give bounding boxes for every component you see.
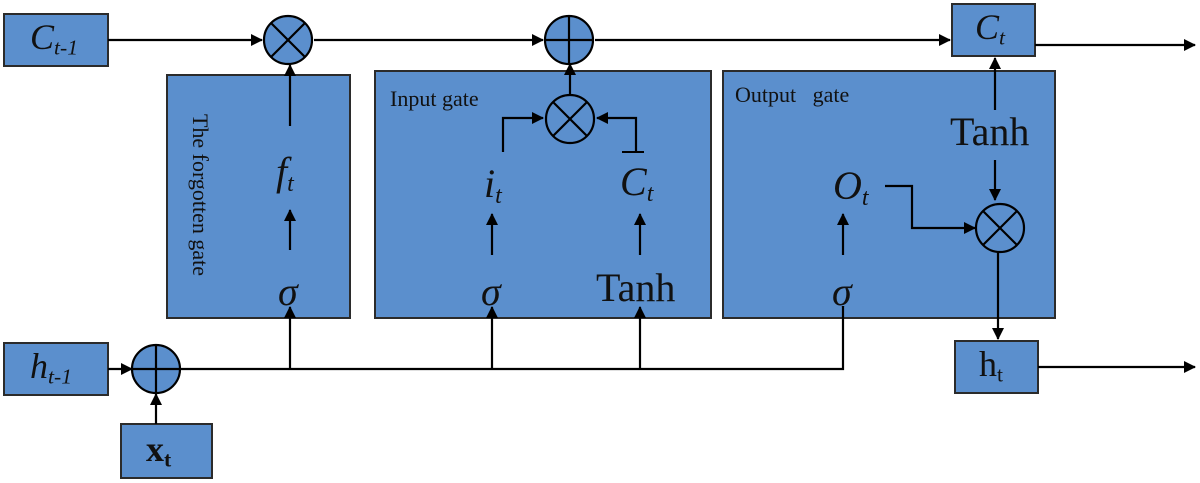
c-t-label: Ct (975, 7, 1006, 50)
output-gate-sigma: σ (832, 269, 852, 314)
c-prev-label: Ct-1 (30, 17, 79, 60)
x-box (120, 423, 213, 479)
x-label: xt (146, 429, 172, 472)
h-prev-box (3, 342, 109, 396)
input-gate-sigma: σ (481, 269, 501, 314)
concat-line (180, 306, 845, 371)
input-gate-i: it (484, 161, 502, 209)
concat-add-operator (130, 343, 182, 395)
h-t-box (954, 340, 1039, 394)
o-to-mult-line (885, 184, 976, 234)
c-t-box (951, 3, 1036, 57)
h-prev-label: ht-1 (30, 346, 72, 389)
output-gate-tanh: Tanh (950, 109, 1030, 154)
c-bar-to-mult-line (596, 112, 638, 152)
forget-gate-output: ft (276, 149, 294, 197)
i-to-mult-line (501, 112, 544, 152)
input-gate-tanh: Tanh (596, 265, 676, 310)
forget-gate-title: The forgotten gate (188, 113, 213, 277)
cell-add-operator (543, 14, 595, 66)
forget-gate-panel (166, 74, 351, 319)
input-gate-c-bar: Ct (620, 159, 654, 207)
output-multiply-operator (974, 202, 1026, 254)
input-gate-title: Input gate (390, 86, 479, 111)
forget-multiply-operator (262, 14, 314, 66)
input-multiply-operator (544, 93, 596, 145)
forget-gate-sigma: σ (278, 269, 298, 314)
h-t-label: ht (979, 344, 1003, 387)
output-gate-o: Ot (833, 163, 869, 211)
output-gate-title: Output gate (735, 82, 850, 107)
